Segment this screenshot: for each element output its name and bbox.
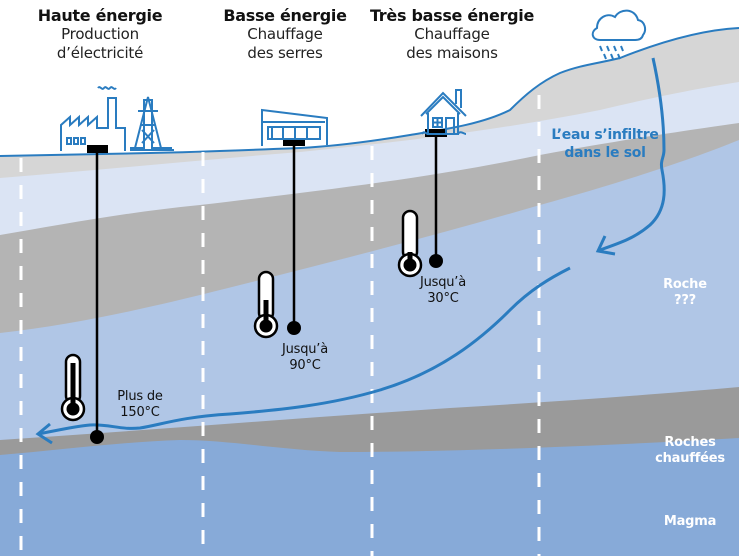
rain-cloud-icon (591, 9, 647, 60)
layer-label-line: chauffées (655, 451, 725, 466)
column-subtitle: des serres (247, 44, 323, 62)
temperature-prefix: Jusqu’à (281, 342, 329, 357)
column-subtitle: des maisons (406, 44, 498, 62)
layer-label-line: Roche (663, 277, 707, 292)
water-label-line: dans le sol (564, 145, 646, 161)
column-subtitle: d’électricité (56, 44, 144, 62)
house-icon (420, 89, 467, 135)
temperature-label-very-low: Jusqu’à 30°C (403, 275, 483, 307)
greenhouse-icon (261, 108, 328, 146)
water-label-line: L’eau s’infiltre (551, 127, 659, 143)
sky (0, 0, 739, 156)
well-high-energy (87, 145, 108, 444)
factory-and-pylon-icon (60, 86, 174, 151)
temperature-label-low: Jusqu’à 90°C (265, 342, 345, 374)
thermometer-icon (60, 353, 86, 422)
water-arrowhead (595, 235, 616, 256)
layer-label-line: Roches (664, 435, 716, 450)
temperature-prefix: Jusqu’à (419, 275, 467, 290)
layer-label-line: Magma (663, 514, 717, 529)
well-bottom-dot (429, 254, 443, 268)
dashed-guides (19, 95, 541, 556)
temperature-value: 30°C (427, 291, 459, 306)
temperature-value: 150°C (120, 405, 160, 420)
well-low-energy (283, 138, 305, 335)
column-title: Basse énergie (223, 6, 347, 25)
thermometer-icon (253, 270, 279, 339)
thermometer-icon (397, 209, 423, 278)
water-infiltration-label: L’eau s’infiltre dans le sol (545, 126, 665, 162)
column-subtitle: Production (61, 25, 139, 43)
water-flow-arrowhead (35, 422, 53, 445)
column-subtitle: Chauffage (414, 25, 490, 43)
temperature-label-high: Plus de 150°C (100, 389, 180, 421)
column-header-very-low-energy: Très basse énergie Chauffage des maisons (362, 6, 542, 63)
column-title: Très basse énergie (369, 6, 535, 25)
water-infiltration-arrow (599, 57, 666, 252)
layer-label-rock-unknown: Roche ??? (645, 277, 725, 309)
column-title: Haute énergie (37, 6, 163, 25)
column-subtitle: Chauffage (247, 25, 323, 43)
layer-label-magma: Magma (645, 514, 735, 530)
column-header-low-energy: Basse énergie Chauffage des serres (195, 6, 375, 63)
layer-label-heated-rocks: Roches chauffées (645, 435, 735, 467)
wellhead (87, 145, 108, 153)
temperature-prefix: Plus de (117, 389, 163, 404)
layer-label-line: ??? (673, 293, 697, 308)
column-header-high-energy: Haute énergie Production d’électricité (0, 6, 200, 63)
well-bottom-dot (287, 321, 301, 335)
well-bottom-dot (90, 430, 104, 444)
temperature-value: 90°C (289, 358, 321, 373)
wellhead (283, 138, 305, 146)
